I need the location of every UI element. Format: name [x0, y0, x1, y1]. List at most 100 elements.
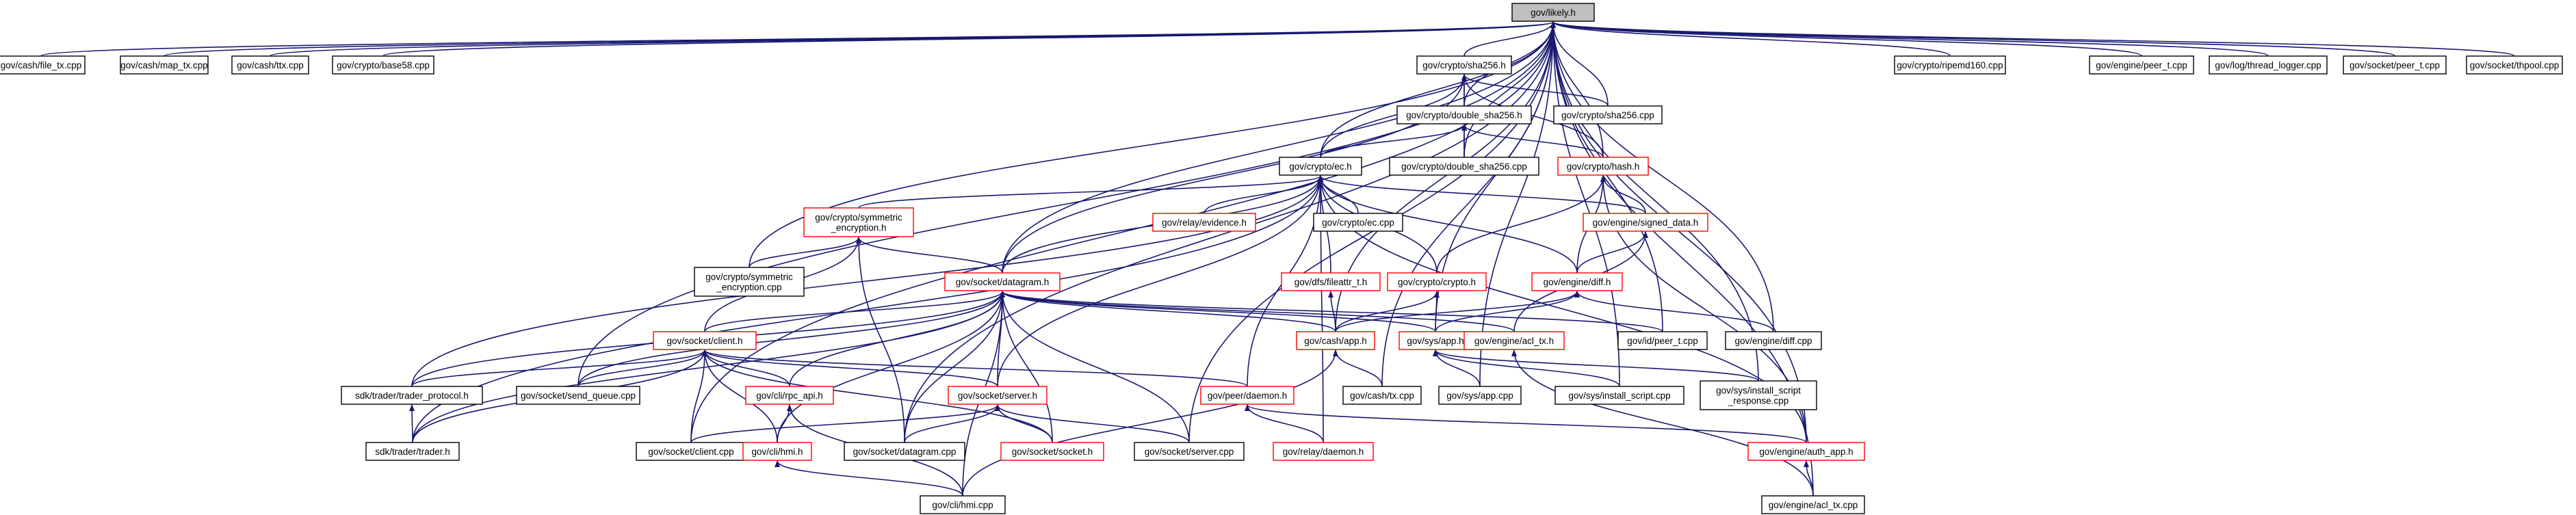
edge-base58-to-likely: [382, 21, 1556, 57]
edge-thread_logger-to-likely: [1550, 21, 2269, 57]
node-diff-cpp[interactable]: gov/engine/diff.cpp: [1725, 331, 1822, 350]
node-sha256-cpp[interactable]: gov/crypto/sha256.cpp: [1553, 105, 1663, 124]
node-box: [2089, 55, 2194, 75]
edge-trader_h-to-datagram_h: [412, 291, 1005, 443]
node-label: sdk/trader/trader_protocol.h: [355, 391, 469, 401]
edge-datagram_cpp-to-likely: [904, 21, 1556, 443]
node-acl-tx-cpp[interactable]: gov/engine/acl_tx.cpp: [1761, 495, 1865, 514]
node-crypto-h[interactable]: gov/crypto/crypto.h: [1387, 272, 1487, 291]
node-box: [1531, 272, 1623, 291]
edge-send_queue-to-client_h: [577, 349, 707, 387]
node-box: [1398, 331, 1472, 350]
node-fileattr-h[interactable]: gov/dfs/fileattr_t.h: [1281, 272, 1381, 291]
node-box: [1389, 157, 1539, 176]
node-label: gov/socket/thpool.cpp: [2470, 60, 2560, 70]
node-box: [1281, 272, 1381, 291]
node-server-cpp[interactable]: gov/socket/server.cpp: [1134, 442, 1245, 461]
node-evidence-h[interactable]: gov/relay/evidence.h: [1152, 213, 1256, 232]
edge-hmi_cpp-to-cash_app_h: [962, 349, 1338, 497]
node-label: _encryption.h: [830, 223, 886, 233]
node-trader-h[interactable]: sdk/trader/trader.h: [365, 442, 460, 461]
node-label: gov/cash/map_tx.cpp: [120, 60, 208, 70]
node-label: gov/crypto/crypto.h: [1398, 277, 1476, 287]
node-hmi-h[interactable]: gov/cli/hmi.h: [742, 442, 812, 461]
edge-evidence_h-to-ec_h: [1204, 175, 1323, 214]
node-thpool[interactable]: gov/socket/thpool.cpp: [2466, 55, 2563, 75]
node-box: [803, 207, 914, 237]
node-symmetric-h[interactable]: gov/crypto/symmetric_encryption.h: [803, 207, 914, 237]
edge-send_queue-to-likely: [577, 21, 1556, 387]
node-sha256-h[interactable]: gov/crypto/sha256.h: [1416, 55, 1512, 75]
node-sys-app-cpp[interactable]: gov/sys/app.cpp: [1438, 386, 1522, 405]
node-datagram-h[interactable]: gov/socket/datagram.h: [944, 272, 1061, 291]
node-daemon-h[interactable]: gov/peer/daemon.h: [1200, 386, 1294, 405]
node-trader-protocol-h[interactable]: sdk/trader/trader_protocol.h: [341, 386, 483, 405]
node-server-h[interactable]: gov/socket/server.h: [948, 386, 1048, 405]
node-double-sha256-h[interactable]: gov/crypto/double_sha256.h: [1396, 105, 1532, 124]
edge-id_peer_t-to-datagram_h: [1000, 291, 1663, 332]
node-box: [1134, 442, 1245, 461]
node-label: gov/crypto/sha256.cpp: [1561, 110, 1654, 120]
node-label: gov/likely.h: [1531, 8, 1576, 18]
node-label: gov/cash/app.h: [1304, 336, 1367, 346]
node-label: gov/socket/peer_t.cpp: [2350, 60, 2440, 70]
node-label: gov/crypto/sha256.h: [1422, 60, 1506, 70]
node-client-cpp[interactable]: gov/socket/client.cpp: [636, 442, 746, 461]
node-box: [332, 55, 434, 75]
node-datagram-cpp[interactable]: gov/socket/datagram.cpp: [844, 442, 965, 461]
edge-thpool-to-likely: [1550, 21, 2515, 57]
node-box: [1279, 157, 1362, 176]
node-ec-h[interactable]: gov/crypto/ec.h: [1279, 157, 1362, 176]
node-label: gov/cash/ttx.cpp: [237, 60, 304, 70]
node-label: gov/sys/app.cpp: [1446, 391, 1513, 401]
node-signed-data-h[interactable]: gov/engine/signed_data.h: [1583, 213, 1708, 232]
node-relay-daemon-h[interactable]: gov/relay/daemon.h: [1273, 442, 1374, 461]
node-base58[interactable]: gov/crypto/base58.cpp: [332, 55, 434, 75]
edge-diff_h-to-ec_h: [1318, 175, 1578, 274]
node-acl-tx-h[interactable]: gov/engine/acl_tx.h: [1463, 331, 1565, 350]
node-label: gov/socket/server.h: [958, 391, 1037, 401]
node-diff-h[interactable]: gov/engine/diff.h: [1531, 272, 1623, 291]
node-box: [1725, 331, 1822, 350]
node-peer-t-eng[interactable]: gov/engine/peer_t.cpp: [2089, 55, 2194, 75]
edge-hmi_h-to-rpc_api_h: [777, 404, 792, 443]
node-id-peer-t[interactable]: gov/id/peer_t.cpp: [1617, 331, 1708, 350]
node-client-h[interactable]: gov/socket/client.h: [653, 331, 757, 350]
node-box: [920, 495, 1006, 514]
node-box: [1313, 213, 1403, 232]
node-rpc-api-h[interactable]: gov/cli/rpc_api.h: [745, 386, 834, 405]
node-auth-app-h[interactable]: gov/engine/auth_app.h: [1747, 442, 1865, 461]
node-symmetric-cpp[interactable]: gov/crypto/symmetric_encryption.cpp: [694, 267, 805, 297]
node-hmi-cpp[interactable]: gov/cli/hmi.cpp: [920, 495, 1006, 514]
edge-acl_tx_h-to-datagram_h: [1000, 291, 1515, 332]
node-ripemd160[interactable]: gov/crypto/ripemd160.cpp: [1894, 55, 2006, 75]
node-label: gov/cli/hmi.cpp: [932, 500, 993, 510]
edge-socket_h-to-client_h: [702, 349, 1053, 443]
node-cash-app-h[interactable]: gov/cash/app.h: [1296, 331, 1375, 350]
node-install-script[interactable]: gov/sys/install_script.cpp: [1554, 386, 1684, 405]
node-thread-logger[interactable]: gov/log/thread_logger.cpp: [2209, 55, 2328, 75]
edge-sha256_cpp-to-sha256_h: [1461, 74, 1609, 107]
node-socket-h[interactable]: gov/socket/socket.h: [1000, 442, 1104, 461]
node-label: _response.cpp: [1728, 396, 1789, 406]
node-cash-tx[interactable]: gov/cash/tx.cpp: [1342, 386, 1422, 405]
node-ec-cpp[interactable]: gov/crypto/ec.cpp: [1313, 213, 1403, 232]
node-label: gov/peer/daemon.h: [1208, 391, 1287, 401]
node-box: [341, 386, 483, 405]
node-label: gov/socket/client.h: [666, 336, 742, 346]
node-send-queue[interactable]: gov/socket/send_queue.cpp: [516, 386, 640, 405]
node-likely[interactable]: gov/likely.h: [1511, 3, 1595, 22]
node-hash-h[interactable]: gov/crypto/hash.h: [1557, 157, 1649, 176]
node-install-resp[interactable]: gov/sys/install_script_response.cpp: [1700, 380, 1817, 410]
node-ttx[interactable]: gov/cash/ttx.cpp: [231, 55, 309, 75]
edge-datagram_cpp-to-datagram_h: [904, 291, 1005, 443]
node-map-tx[interactable]: gov/cash/map_tx.cpp: [120, 55, 209, 75]
node-peer-t-sock[interactable]: gov/socket/peer_t.cpp: [2343, 55, 2447, 75]
edge-sys_app_cpp-to-likely: [1479, 21, 1556, 387]
node-box: [1894, 55, 2006, 75]
node-double-sha256-cpp[interactable]: gov/crypto/double_sha256.cpp: [1389, 157, 1539, 176]
node-label: gov/socket/server.cpp: [1145, 447, 1234, 457]
node-sys-app-h[interactable]: gov/sys/app.h: [1398, 331, 1472, 350]
node-file-tx[interactable]: gov/cash/file_tx.cpp: [0, 55, 86, 75]
